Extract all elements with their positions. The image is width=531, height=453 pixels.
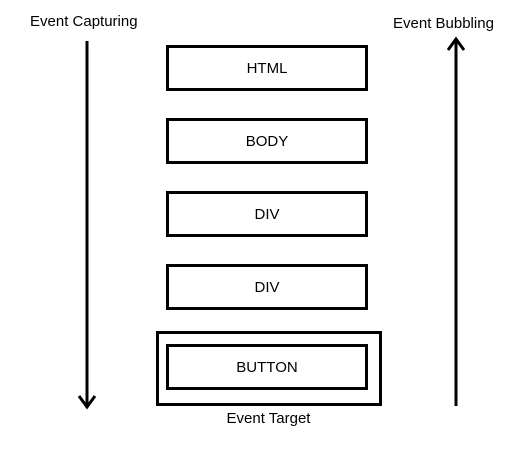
capturing-arrow-down — [77, 41, 97, 410]
button-box: BUTTON — [166, 344, 368, 390]
body-box: BODY — [166, 118, 368, 164]
event-capturing-label: Event Capturing — [30, 13, 138, 30]
bubbling-arrow-up — [446, 36, 466, 406]
button-box-label: BUTTON — [236, 358, 298, 376]
event-target-label: Event Target — [226, 410, 311, 427]
div-box-outer-label: DIV — [254, 205, 280, 223]
div-box-inner-label: DIV — [254, 278, 280, 296]
html-box: HTML — [166, 45, 368, 91]
event-target-outline — [156, 331, 382, 406]
body-box-label: BODY — [245, 132, 289, 150]
div-box-outer: DIV — [166, 191, 368, 237]
html-box-label: HTML — [246, 59, 288, 77]
div-box-inner: DIV — [166, 264, 368, 310]
event-bubbling-label: Event Bubbling — [393, 15, 494, 32]
